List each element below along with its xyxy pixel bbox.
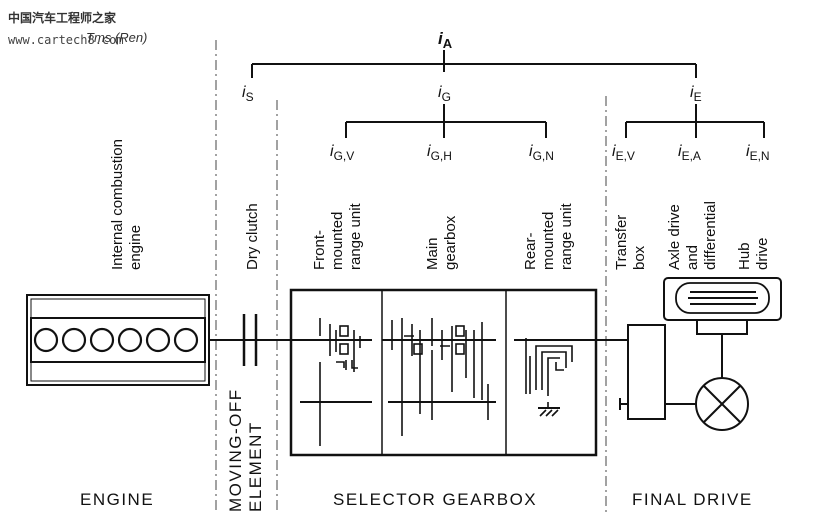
- label-dry-clutch: Dry clutch: [244, 203, 261, 270]
- label-front-range-unit: Front-mountedrange unit: [311, 202, 364, 270]
- watermark-site-name: 中国汽车工程师之家: [8, 10, 117, 25]
- label-rear-range-unit: Rear-mountedrange unit: [522, 202, 575, 270]
- ratio-overall: iA: [438, 29, 453, 51]
- engine-block: [26, 294, 210, 386]
- label-transfer-box: Transferbox: [613, 215, 648, 270]
- rear-range-gears: [514, 338, 596, 417]
- ratio-tree: [251, 50, 765, 138]
- final-drive: [663, 277, 782, 431]
- main-gearbox-gears: [382, 318, 496, 436]
- section-dividers: [215, 40, 607, 514]
- label-axle-drive: Axle driveanddifferential: [666, 201, 719, 270]
- label-main-gearbox: Maingearbox: [424, 215, 459, 270]
- ratio-axle-drive: iE,A: [678, 143, 701, 163]
- section-moving-off-element: MOVING-OFFELEMENT: [226, 388, 265, 512]
- hub-drive-wheel: [663, 277, 782, 321]
- label-engine: Internal combustionengine: [109, 139, 144, 270]
- ratio-transfer-box: iE,V: [612, 143, 635, 163]
- watermark-url: www.cartech8.com: [8, 33, 124, 47]
- ratio-hub-drive: iE,N: [746, 143, 770, 163]
- ratio-final-drive: iE: [690, 84, 702, 104]
- watermark-overlay: Tms (Ren): [86, 30, 147, 45]
- ratio-front-range: iG,V: [330, 143, 354, 163]
- ratio-gearbox: iG: [438, 84, 451, 104]
- gearbox-housing: [289, 288, 598, 457]
- transfer-box: [619, 324, 666, 420]
- section-engine: ENGINE: [80, 490, 154, 509]
- section-selector-gearbox: SELECTOR GEARBOX: [333, 490, 537, 509]
- ratio-clutch: iS: [242, 84, 254, 104]
- section-final-drive: FINAL DRIVE: [632, 490, 753, 509]
- ratio-rear-range: iG,N: [529, 143, 554, 163]
- clutch-icon: [242, 314, 258, 366]
- wheel-tread-icon: [688, 291, 758, 305]
- ratio-main-gearbox: iG,H: [427, 143, 452, 163]
- front-range-gears: [291, 318, 372, 446]
- cylinders-icon: [33, 327, 199, 353]
- label-hub-drive: Hubdrive: [736, 237, 771, 270]
